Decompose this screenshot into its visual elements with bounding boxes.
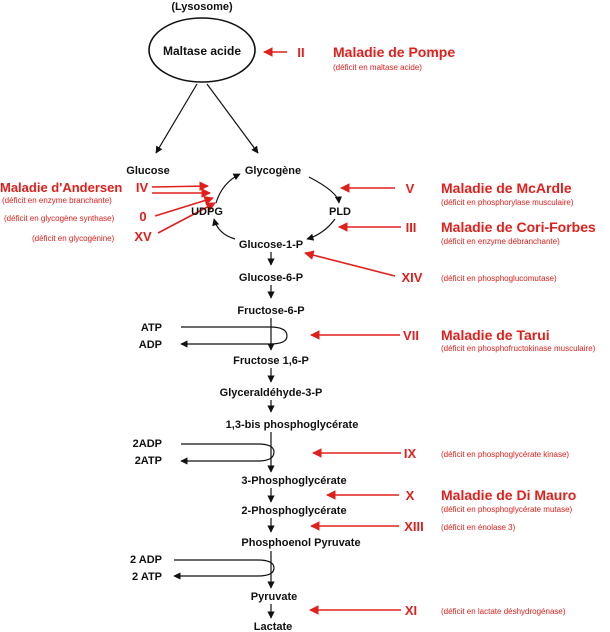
maladie-tarui: Maladie de Tarui (441, 327, 550, 343)
numeral-vii: VII (403, 328, 419, 343)
numeral-ii: II (297, 45, 304, 60)
deficit-branchante: (déficit en enzyme branchante) (2, 196, 112, 205)
deficit-phosphofructokinase: (déficit en phosphofructokinase musculai… (441, 344, 596, 353)
pyruvate-label: Pyruvate (251, 591, 297, 603)
pathway-lines (148, 17, 342, 619)
numeral-0: 0 (139, 209, 146, 224)
maladie-mcardle: Maladie de McArdle (441, 180, 572, 196)
glucose-6-p-label: Glucose-6-P (239, 272, 303, 284)
pld-label: PLD (329, 206, 351, 218)
lysosome-ellipse (148, 17, 256, 83)
deficit-phosphoglucomutase: (déficit en phosphoglucomutase) (441, 274, 557, 283)
2-atp-label: 2 ATP (132, 571, 162, 583)
disease-labels: II Maladie de Pompe (déficit en maltase … (0, 44, 596, 618)
2-adp-label: 2 ADP (130, 554, 162, 566)
deficit-glycogene-synthase: (déficit en glycogène synthase) (4, 214, 115, 223)
deficit-arrows (151, 47, 401, 615)
deficit-phosphoglycerate-mutase: (déficit en phosphoglycérate mutase) (441, 505, 573, 514)
deficit-glycogenine: (déficit en glycogénine) (32, 234, 115, 243)
glycogene-label: Glycogène (245, 165, 301, 177)
glucose-label: Glucose (126, 165, 169, 177)
2atp-label: 2ATP (135, 455, 162, 467)
pep-label: Phosphoenol Pyruvate (241, 537, 360, 549)
maladie-di-mauro: Maladie de Di Mauro (441, 487, 576, 503)
numeral-iv: IV (136, 180, 149, 195)
adp-label: ADP (139, 339, 162, 351)
numeral-xv: XV (134, 229, 152, 244)
deficit-maltase: (déficit en maltase acide) (333, 63, 422, 72)
pathway-labels: (Lysosome) Maltase acide Glucose Glycogè… (126, 1, 360, 632)
numeral-v: V (406, 181, 415, 196)
2adp-label: 2ADP (133, 438, 162, 450)
numeral-x: X (406, 488, 415, 503)
deficit-debranchante: (déficit en enzyme débranchante) (441, 237, 560, 246)
lysosome-label: (Lysosome) (171, 1, 233, 13)
atp-label: ATP (141, 322, 162, 334)
numeral-xi: XI (405, 603, 417, 618)
deficit-lactate-dh: (déficit en lactate déshydrogénase) (441, 607, 566, 616)
deficit-enolase: (déficit en énolase 3) (441, 523, 516, 532)
numeral-ix: IX (404, 446, 417, 461)
deficit-phosphorylase: (déficit en phosphorylase musculaire) (441, 198, 574, 207)
numeral-xiv: XIV (402, 270, 423, 285)
deficit-phosphoglycerate-kinase: (déficit en phosphoglycérate kinase) (441, 450, 569, 459)
maladie-andersen: Maladie d'Andersen (0, 180, 122, 195)
gap-label: Glyceraldéhyde-3-P (220, 387, 323, 399)
udpg-label: UDPG (191, 206, 223, 218)
numeral-iii: III (406, 220, 417, 235)
maltase-label: Maltase acide (163, 44, 241, 58)
maladie-cori-forbes: Maladie de Cori-Forbes (441, 219, 596, 235)
2pg-label: 2-Phosphoglycérate (241, 505, 346, 517)
bpg-label: 1,3-bis phosphoglycérate (226, 419, 359, 431)
fructose-6-p-label: Fructose-6-P (237, 305, 304, 317)
maladie-pompe: Maladie de Pompe (333, 44, 455, 60)
glucose-1-p-label: Glucose-1-P (239, 239, 303, 251)
fructose-16-p-label: Fructose 1,6-P (233, 355, 309, 367)
lactate-label: Lactate (254, 621, 293, 632)
numeral-xiii: XIII (404, 519, 424, 534)
3pg-label: 3-Phosphoglycérate (241, 475, 346, 487)
